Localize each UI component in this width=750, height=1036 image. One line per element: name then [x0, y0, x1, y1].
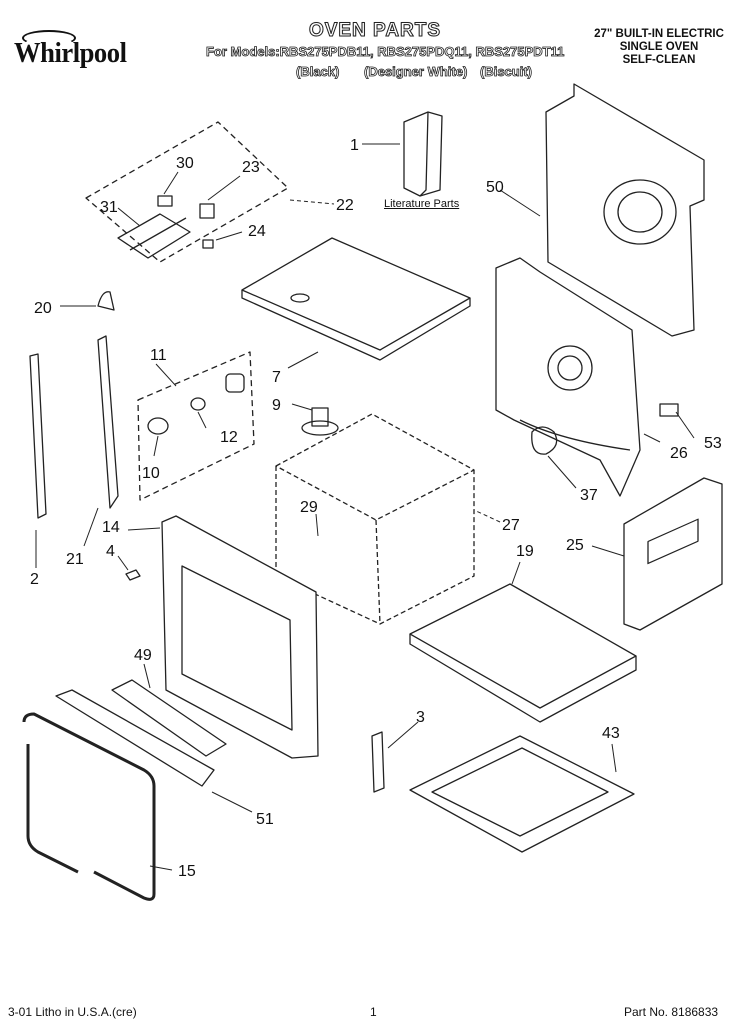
callout-21: 21	[66, 551, 84, 568]
clip-53	[659, 403, 679, 417]
callout-49: 49	[134, 647, 152, 664]
callout-22: 22	[336, 197, 354, 214]
vent-trim-49	[111, 679, 227, 757]
callout-19: 19	[516, 543, 534, 560]
brand-logo: Whirlpool	[14, 38, 127, 69]
control-components	[117, 195, 215, 259]
switch-group-dashed-outline	[137, 351, 255, 501]
callout-51: 51	[256, 811, 274, 828]
literature-parts-label: Literature Parts	[384, 198, 460, 210]
callout-3: 3	[416, 709, 425, 726]
callout-10: 10	[142, 465, 160, 482]
callout-43: 43	[602, 725, 620, 742]
callout-1: 1	[350, 137, 359, 154]
back-liner-panel	[495, 257, 641, 497]
litho-note: 3-01 Litho in U.S.A.(cre)	[8, 1005, 137, 1019]
callout-15: 15	[178, 863, 196, 880]
callout-12: 12	[220, 429, 238, 446]
models-line: For Models:RBS275PDB11, RBS275PDQ11, RBS…	[206, 44, 565, 60]
socket-11	[225, 373, 245, 393]
callout-14: 14	[102, 519, 120, 536]
callout-4: 4	[106, 543, 115, 560]
bulb-12	[190, 397, 206, 411]
cap-20	[97, 291, 115, 311]
side-strip-2	[29, 353, 47, 519]
callout-50: 50	[486, 179, 504, 196]
callout-29: 29	[300, 499, 318, 516]
top-plate	[241, 237, 471, 361]
side-trim-21	[97, 335, 119, 509]
leader-lines	[35, 143, 695, 871]
rear-panel	[545, 83, 705, 337]
callout-27: 27	[502, 517, 520, 534]
variant-designer-white: (Designer White)	[364, 64, 468, 80]
callout-2: 2	[30, 571, 39, 588]
callout-30: 30	[176, 155, 194, 172]
drawer-pan-43	[409, 735, 635, 853]
variant-biscuit: (Biscuit)	[480, 64, 533, 80]
screw-4	[125, 569, 141, 581]
control-assembly-dashed-outline	[85, 121, 289, 263]
callout-26: 26	[670, 445, 688, 462]
callout-7: 7	[272, 369, 281, 386]
callout-11: 11	[150, 347, 167, 364]
page-number: 1	[370, 1005, 377, 1019]
literature-booklet	[403, 111, 443, 197]
front-frame	[161, 515, 319, 759]
callout-23: 23	[242, 159, 260, 176]
callout-37: 37	[580, 487, 598, 504]
knob-10	[147, 417, 169, 435]
variant-black: (Black)	[296, 64, 340, 80]
spec-line-2: SINGLE OVEN	[619, 41, 699, 53]
callout-53: 53	[704, 435, 722, 452]
part-number: Part No. 8186833	[624, 1005, 719, 1019]
door-gasket-15	[22, 712, 156, 901]
spec-line-1: 27" BUILT-IN ELECTRIC	[594, 28, 724, 40]
callout-9: 9	[272, 397, 281, 414]
spec-line-3: SELF-CLEAN	[622, 54, 696, 66]
element-bracket	[531, 426, 558, 455]
whirlpool-swoosh-icon	[22, 30, 76, 46]
callout-25: 25	[566, 537, 584, 554]
page-title: OVEN PARTS	[308, 20, 442, 42]
oven-floor-panel	[409, 583, 637, 723]
vent-51	[55, 689, 215, 787]
part-number-callouts: 1234791011121415192021222324252627293031…	[30, 137, 722, 880]
oven-cavity-dashed	[275, 413, 475, 625]
side-panel-25	[623, 477, 723, 631]
thermostat-knob-9	[301, 407, 339, 436]
callout-31: 31	[100, 199, 118, 216]
bracket-3	[371, 731, 385, 793]
callout-24: 24	[248, 223, 266, 240]
callout-20: 20	[34, 300, 52, 317]
